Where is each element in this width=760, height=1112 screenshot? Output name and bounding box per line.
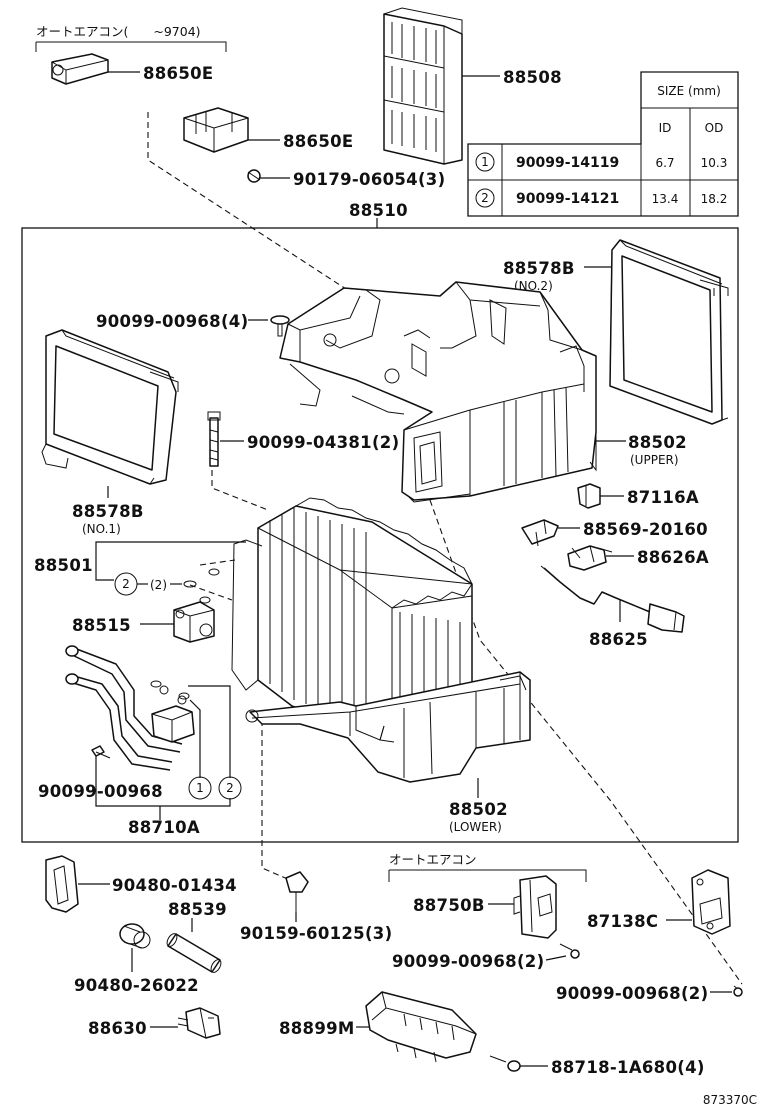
part-90480-26022: 90480-26022 [74, 976, 199, 995]
part-90099-00968-4: 90099-00968(4) [96, 312, 248, 331]
part-90099-00968-b: 90099-00968 [38, 782, 163, 801]
upper-case-88502: 88502 (UPPER) [279, 281, 687, 503]
size-table-row2-od: 18.2 [701, 192, 728, 206]
part-88718: 88718-1A680(4) [551, 1058, 705, 1077]
part-90179: 90179-06054(3) [293, 170, 445, 189]
part-88569: 88569-20160 [583, 520, 708, 539]
auto-ac-note-1: オートエアコン( ~9704) [36, 24, 201, 39]
size-table-row1-id: 6.7 [655, 156, 674, 170]
part-90099-00968-2b: 90099-00968(2) [556, 984, 708, 1003]
expansion-valve-88515: 88515 [72, 601, 215, 643]
grommet-90480-26022: 90480-26022 [74, 923, 199, 995]
part-88626a: 88626A [637, 548, 709, 567]
part-88510: 88510 [349, 201, 408, 220]
lower-case-88502: 88502 (LOWER) [245, 671, 531, 834]
gasket-88578b-no2: 88578B (NO.2) [503, 239, 729, 425]
part-88578b-no2: 88578B [503, 259, 575, 278]
figure-id: 873370C [703, 1093, 757, 1107]
part-88515: 88515 [72, 616, 131, 635]
part-88501: 88501 [34, 556, 93, 575]
part-88539: 88539 [168, 900, 227, 919]
evaporator-88501: 88501 2 (2) [34, 497, 473, 744]
assembly-frame: 88510 [21, 201, 739, 843]
part-90159: 90159-60125(3) [240, 924, 392, 943]
part-88650e-b: 88650E [283, 132, 353, 151]
clip-87116a: 87116A [577, 483, 699, 509]
size-table-col-id: ID [659, 121, 672, 135]
callout-88501-qty: (2) [150, 578, 167, 592]
pipes-88710a: 90099-00968 1 2 88710A [38, 645, 242, 837]
grommet-90480-01434: 90480-01434 [45, 855, 237, 913]
part-88502-upper: 88502 [628, 433, 687, 452]
filter-88508: 88508 [383, 7, 562, 165]
size-table-row1-part: 90099-14119 [516, 155, 619, 171]
sensor-88650e-b: 88650E 90179-06054(3) [183, 107, 445, 189]
size-table-row1-od: 10.3 [701, 156, 728, 170]
sensor-88650e-a [51, 53, 109, 85]
part-88578b-no1: 88578B [72, 502, 144, 521]
part-87138c: 87138C [587, 912, 658, 931]
part-88625: 88625 [589, 630, 648, 649]
part-88502-lower-sub: (LOWER) [449, 820, 502, 834]
hose-88539: 88539 [166, 900, 227, 973]
callout-circle-2: 2 [226, 781, 234, 795]
auto-ac-note-2: オートエアコン [389, 852, 477, 867]
bolt-90099-04381: 90099-04381(2) [207, 411, 399, 467]
size-table-row2-id: 13.4 [652, 192, 679, 206]
sensor-88626a: 88626A [567, 545, 709, 571]
size-table-row2-part: 90099-14121 [516, 191, 619, 207]
callout-circle-2-small: 2 [122, 577, 130, 591]
size-table-header: SIZE (mm) [657, 84, 721, 98]
size-table: SIZE (mm) ID OD 1 90099-14119 6.7 10.3 2… [467, 71, 739, 217]
part-88578b-no1-sub: (NO.1) [82, 522, 121, 536]
size-table-row1-key: 1 [481, 155, 489, 169]
part-90099-00968-2a: 90099-00968(2) [392, 952, 544, 971]
part-88502-lower: 88502 [449, 800, 508, 819]
part-88630: 88630 [88, 1019, 147, 1038]
switch-88630: 88630 [88, 1007, 221, 1039]
part-90099-04381: 90099-04381(2) [247, 433, 399, 452]
part-88508: 88508 [503, 68, 562, 87]
size-table-col-od: OD [705, 121, 724, 135]
callout-circle-1: 1 [196, 781, 204, 795]
harness-88625: 88625 [540, 565, 685, 649]
top-left-group: オートエアコン( ~9704) 88650E [35, 24, 227, 85]
part-88899m: 88899M [279, 1019, 355, 1038]
part-88750b: 88750B [413, 896, 485, 915]
size-table-row2-key: 2 [481, 191, 489, 205]
sensor-87138c: 87138C 90099-00968(2) [556, 869, 743, 1003]
part-88502-upper-sub: (UPPER) [630, 453, 679, 467]
gasket-88578b-no1: 88578B (NO.1) [41, 329, 179, 536]
part-88650e-a: 88650E [143, 64, 213, 83]
screw-90099-00968-4: 90099-00968(4) [96, 312, 290, 337]
part-88710a: 88710A [128, 818, 200, 837]
actuator-88750b: オートエアコン 88750B 90099-00968(2) [388, 852, 587, 971]
part-87116a: 87116A [627, 488, 699, 507]
bolt-90159: 90159-60125(3) [240, 871, 392, 943]
sensor-88569: 88569-20160 [521, 519, 708, 547]
duct-88899m: 88899M 88718-1A680(4) [279, 991, 705, 1077]
part-90480-01434: 90480-01434 [112, 876, 237, 895]
